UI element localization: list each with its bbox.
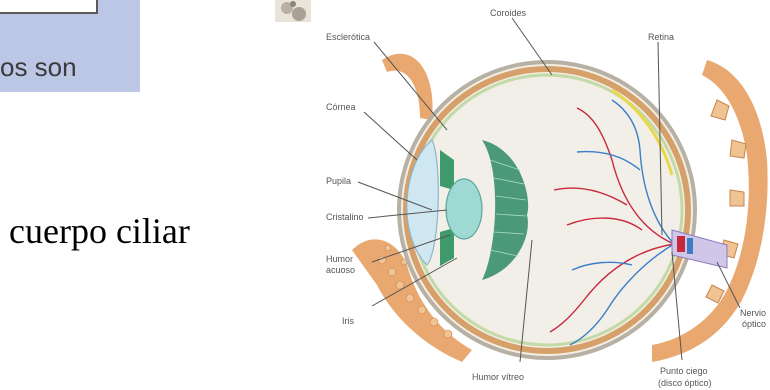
thumbnail-image — [275, 0, 311, 22]
slide-text-box: os son — [0, 0, 140, 92]
label-pupila: Pupila — [326, 176, 351, 186]
label-nervio-optico-2: óptico — [742, 319, 766, 329]
label-iris: Iris — [342, 316, 354, 326]
eye-anatomy-diagram: Coroides Esclerótica Retina Córnea Pupil… — [322, 0, 770, 390]
label-humor-acuoso-1: Humor — [326, 254, 353, 264]
label-humor-vitreo: Humor vítreo — [472, 372, 524, 382]
label-esclerotica: Esclerótica — [326, 32, 370, 42]
slide-heading: cuerpo ciliar — [9, 210, 190, 252]
label-cornea: Córnea — [326, 102, 356, 112]
label-humor-acuoso-2: acuoso — [326, 265, 355, 275]
inner-white-box — [0, 0, 98, 14]
label-retina: Retina — [648, 32, 674, 42]
label-coroides: Coroides — [490, 8, 527, 18]
box-text: os son — [0, 52, 77, 83]
label-punto-ciego-1: Punto ciego — [660, 366, 708, 376]
label-nervio-optico-1: Nervio — [740, 308, 766, 318]
label-cristalino: Cristalino — [326, 212, 364, 222]
label-punto-ciego-2: (disco óptico) — [658, 378, 712, 388]
